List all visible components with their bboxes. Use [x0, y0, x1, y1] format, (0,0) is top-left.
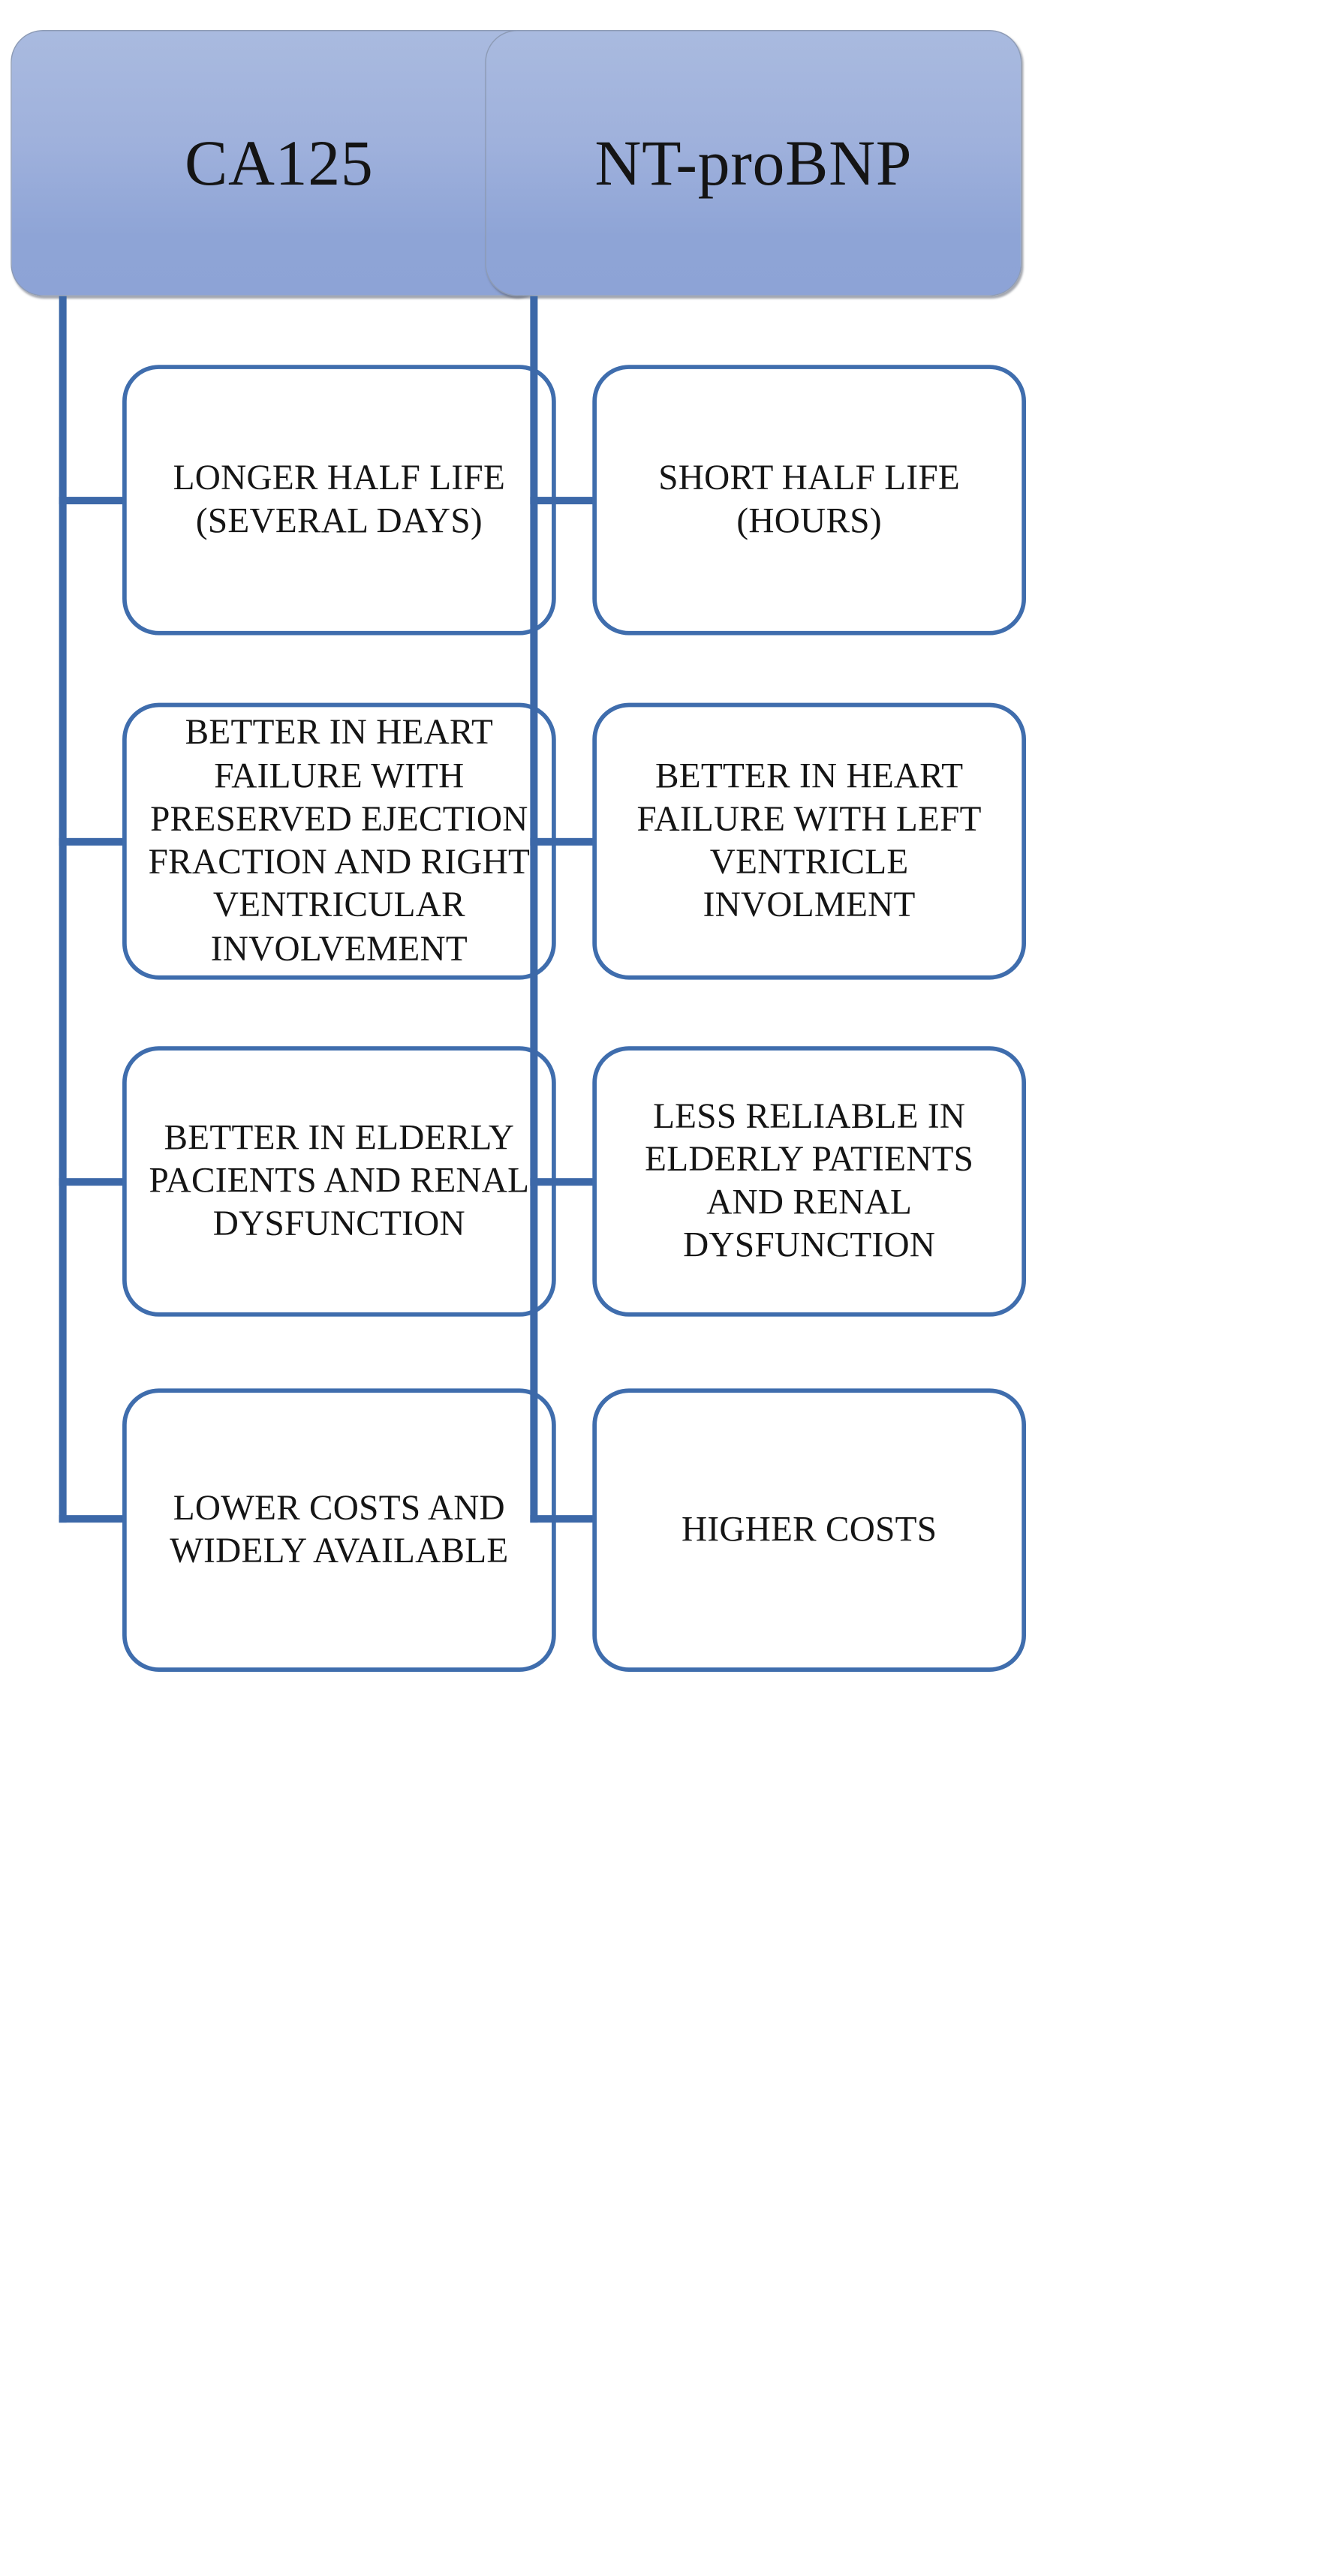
- comparison-diagram: CA125 LONGER HALF LIFE (SEVERAL DAYS) BE…: [11, 30, 1027, 1672]
- leaf-label-ca125-3: BETTER IN ELDERLY PACIENTS AND RENAL DYS…: [149, 1118, 530, 1244]
- leaf-node-nt-probnp-4[interactable]: HIGHER COSTS: [592, 1388, 1027, 1672]
- leaf-node-nt-probnp-3[interactable]: LESS RELIABLE IN ELDERLY PATIENTS AND RE…: [592, 1046, 1027, 1317]
- header-label-ca125: CA125: [185, 127, 374, 198]
- leaf-label-ca125-1: LONGER HALF LIFE (SEVERAL DAYS): [173, 458, 506, 541]
- leaf-node-ca125-4[interactable]: LOWER COSTS AND WIDELY AVAILABLE: [122, 1388, 556, 1672]
- leaf-label-nt-probnp-1: SHORT HALF LIFE (HOURS): [658, 458, 961, 541]
- branch-line-nt-probnp-3: [530, 1178, 595, 1186]
- leaf-node-ca125-3[interactable]: BETTER IN ELDERLY PACIENTS AND RENAL DYS…: [122, 1046, 556, 1317]
- leaf-node-ca125-2[interactable]: BETTER IN HEART FAILURE WITH PRESERVED E…: [122, 702, 556, 980]
- leaf-node-nt-probnp-1[interactable]: SHORT HALF LIFE (HOURS): [592, 365, 1027, 636]
- branch-line-nt-probnp-2: [530, 837, 595, 846]
- leaf-label-nt-probnp-2: BETTER IN HEART FAILURE WITH LEFT VENTRI…: [636, 756, 982, 926]
- leaf-node-nt-probnp-2[interactable]: BETTER IN HEART FAILURE WITH LEFT VENTRI…: [592, 702, 1027, 980]
- branch-line-ca125-3: [59, 1178, 126, 1186]
- branch-line-ca125-2: [59, 837, 126, 846]
- header-node-nt-probnp[interactable]: NT-proBNP: [485, 30, 1022, 296]
- leaf-label-ca125-2: BETTER IN HEART FAILURE WITH PRESERVED E…: [148, 714, 531, 969]
- branch-line-ca125-4: [59, 1515, 126, 1523]
- branch-line-nt-probnp-1: [530, 497, 595, 505]
- column-nt-probnp: NT-proBNP SHORT HALF LIFE (HOURS) BETTER…: [474, 0, 1333, 2576]
- header-label-nt-probnp: NT-proBNP: [594, 127, 913, 198]
- trunk-line-nt-probnp: [530, 296, 538, 1523]
- trunk-line-ca125: [59, 296, 67, 1523]
- leaf-label-nt-probnp-4: HIGHER COSTS: [681, 1510, 937, 1550]
- leaf-label-nt-probnp-3: LESS RELIABLE IN ELDERLY PATIENTS AND RE…: [645, 1097, 974, 1266]
- branch-line-ca125-1: [59, 497, 126, 505]
- leaf-label-ca125-4: LOWER COSTS AND WIDELY AVAILABLE: [170, 1489, 509, 1571]
- header-node-ca125[interactable]: CA125: [11, 30, 548, 296]
- branch-line-nt-probnp-4: [530, 1515, 595, 1523]
